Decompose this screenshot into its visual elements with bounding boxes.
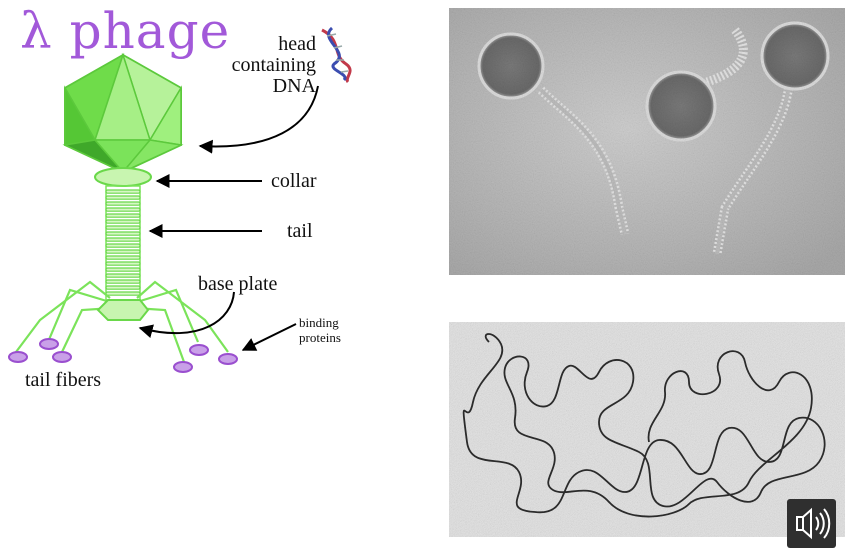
figure-title: λ phage bbox=[20, 2, 231, 60]
fiber-tip-proteins bbox=[8, 338, 238, 373]
phage-micrograph bbox=[449, 8, 845, 275]
label-head: head containing DNA bbox=[226, 34, 316, 97]
speaker-icon bbox=[796, 507, 831, 540]
phage-collar bbox=[94, 167, 152, 187]
label-binding-line2: proteins bbox=[299, 330, 341, 345]
label-binding-line1: binding bbox=[299, 315, 339, 330]
label-head-line2: containing bbox=[231, 54, 316, 76]
label-base-plate: base plate bbox=[198, 273, 278, 295]
label-binding-proteins: binding proteins bbox=[299, 315, 341, 345]
dna-strand bbox=[462, 333, 826, 518]
speaker-button[interactable] bbox=[787, 499, 836, 548]
pointer-arrows bbox=[138, 85, 319, 351]
phage-base-plate bbox=[96, 299, 150, 321]
label-collar: collar bbox=[271, 170, 317, 192]
phage-tail bbox=[105, 185, 141, 301]
dna-micrograph bbox=[449, 322, 845, 537]
phage-diagram bbox=[8, 26, 352, 373]
label-tail-fibers: tail fibers bbox=[25, 369, 102, 391]
label-tail: tail bbox=[287, 220, 313, 242]
label-head-line1: head bbox=[278, 33, 316, 55]
label-head-line3: DNA bbox=[272, 75, 316, 97]
dna-double-helix-icon bbox=[321, 26, 352, 84]
phage-head bbox=[62, 52, 184, 174]
